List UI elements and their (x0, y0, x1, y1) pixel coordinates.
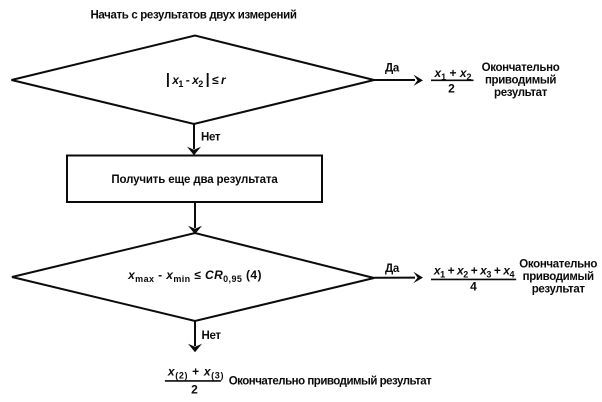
svg-text:x1 + x2 + x3 + x4: x1 + x2 + x3 + x4 (433, 264, 515, 280)
svg-text:2: 2 (448, 82, 455, 96)
svg-text:результат: результат (494, 87, 548, 99)
svg-text:Нет: Нет (202, 330, 222, 342)
svg-text:| x1 - x2 | ≤ r: | x1 - x2 | ≤ r (166, 72, 227, 89)
svg-text:4: 4 (470, 280, 477, 294)
svg-text:приводимый: приводимый (523, 271, 594, 283)
svg-text:Да: Да (385, 263, 400, 275)
svg-text:Да: Да (385, 63, 400, 75)
svg-text:результат: результат (532, 284, 586, 296)
svg-text:Получить еще два результата: Получить еще два результата (111, 174, 278, 186)
svg-text:Окончательно: Окончательно (519, 259, 597, 271)
svg-text:приводимый: приводимый (485, 75, 556, 87)
svg-text:2: 2 (191, 383, 198, 397)
svg-text:Окончательно приводимый резуль: Окончательно приводимый результат (229, 376, 432, 388)
svg-text:Начать с результатов двух изме: Начать с результатов двух измерений (90, 9, 296, 21)
svg-text:x(2) + x(3): x(2) + x(3) (167, 365, 224, 381)
svg-text:xmax - xmin ≤ CR0,95 (4): xmax - xmin ≤ CR0,95 (4) (127, 268, 262, 284)
svg-text:Окончательно: Окончательно (482, 62, 560, 74)
svg-text:Нет: Нет (201, 132, 221, 144)
